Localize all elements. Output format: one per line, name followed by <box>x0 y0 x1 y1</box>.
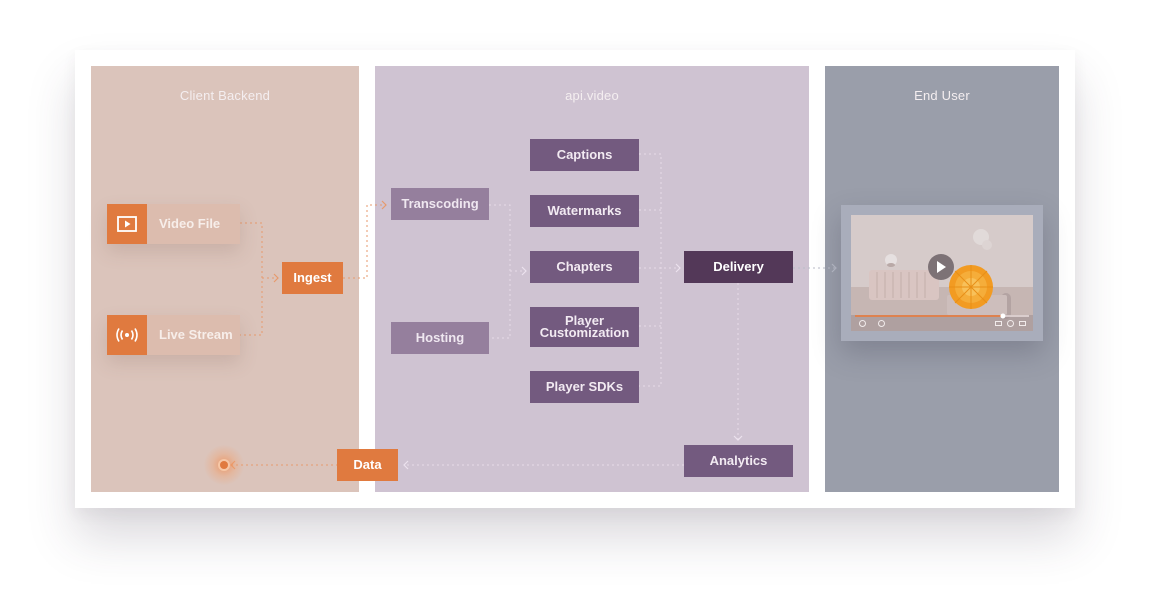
pip-icon[interactable] <box>1019 321 1026 326</box>
video-file-source: Video File <box>107 204 240 244</box>
api-video-title: api.video <box>565 88 619 103</box>
data-endpoint-dot <box>220 461 228 469</box>
video-file-icon <box>107 204 147 244</box>
player-customization-node: Player Customization <box>530 307 639 347</box>
live-stream-label: Live Stream <box>159 327 233 342</box>
client-backend-title: Client Backend <box>179 88 271 103</box>
analytics-node: Analytics <box>684 445 793 477</box>
play-button[interactable] <box>928 254 954 280</box>
rewind-icon[interactable] <box>859 320 866 327</box>
transcoding-node: Transcoding <box>391 188 489 220</box>
progress-bar[interactable] <box>851 312 1033 320</box>
chapters-node: Chapters <box>530 251 639 283</box>
live-stream-icon <box>107 315 147 355</box>
video-file-label: Video File <box>159 216 221 231</box>
delivery-node: Delivery <box>684 251 793 283</box>
forward-icon[interactable] <box>878 320 885 327</box>
watermarks-node: Watermarks <box>530 195 639 227</box>
data-node: Data <box>337 449 398 481</box>
fullscreen-icon[interactable] <box>995 321 1002 326</box>
captions-node: Captions <box>530 139 639 171</box>
hosting-node: Hosting <box>391 322 489 354</box>
progress-knob[interactable] <box>1000 313 1006 319</box>
play-icon <box>937 261 946 273</box>
player-sdks-node: Player SDKs <box>530 371 639 403</box>
video-player-thumbnail <box>851 215 1033 331</box>
end-user-title: End User <box>914 88 970 103</box>
settings-icon[interactable] <box>1007 320 1014 327</box>
live-stream-source: Live Stream <box>107 315 240 355</box>
ingest-node: Ingest <box>282 262 343 294</box>
